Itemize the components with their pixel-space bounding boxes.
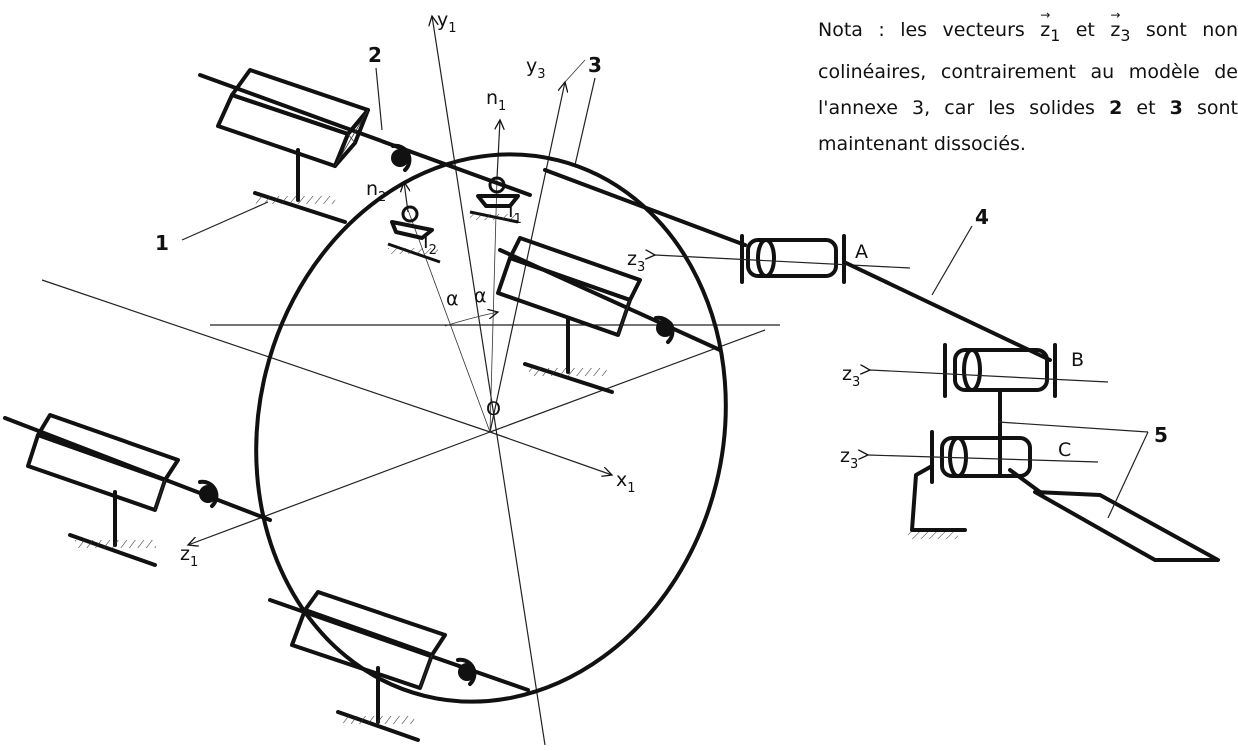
label-z3-a: z3 [627,248,645,275]
label-origin: O [486,398,501,420]
axis-y3 [489,82,565,433]
leader-5-b [1107,431,1149,519]
leader-2 [375,67,383,131]
reference-axes [41,16,780,746]
note-paragraph: Nota : les vecteurs z1 et z3 sont non co… [818,0,1238,162]
normal-n1-line [489,177,498,433]
label-y1: y1 [437,9,457,36]
vector-z1: z1 [1040,0,1060,54]
normal-n1 [497,120,500,179]
label-solid-1: 1 [155,231,169,255]
axis-z1 [188,431,491,545]
leader-3 [574,77,596,166]
ring-solid-3 [254,152,728,704]
mechanism-right [543,168,1220,562]
leader-5-a [997,421,1149,433]
leader-4 [931,225,973,296]
angle-arc-alpha [444,312,498,327]
label-n1: n1 [486,87,506,114]
label-z3-c: z3 [840,445,858,472]
label-y3: y3 [526,55,546,82]
normal-n2-line [407,209,491,433]
label-C: C [1058,439,1071,461]
label-solid-5: 5 [1154,423,1168,447]
axis-x1-back [41,279,491,433]
label-n2: n2 [366,178,386,205]
label-A: A [855,241,868,263]
label-alpha-left: α [446,288,459,310]
label-I1: I1 [508,200,522,227]
label-alpha-right: α [474,285,487,307]
axis-x1 [489,431,612,475]
leader-1 [181,201,269,241]
label-solid-2: 2 [368,43,382,67]
vector-z3: z3 [1110,0,1130,54]
label-solid-4: 4 [975,205,989,229]
contact-I1 [469,176,520,224]
label-z3-b: z3 [842,363,860,390]
axis-y1 [432,16,546,746]
axis-y3-extension [564,59,586,83]
label-B: B [1071,349,1084,371]
bearing-unit-middle-right [496,236,722,394]
label-z1: z1 [180,543,198,570]
label-I2: I2 [423,231,437,258]
contact-I2 [387,205,441,264]
bearing-unit-top-left [198,68,532,224]
label-solid-3: 3 [588,53,602,77]
label-x1: x1 [616,469,636,496]
bearing-unit-left [3,413,272,567]
bearing-unit-bottom [268,590,530,742]
